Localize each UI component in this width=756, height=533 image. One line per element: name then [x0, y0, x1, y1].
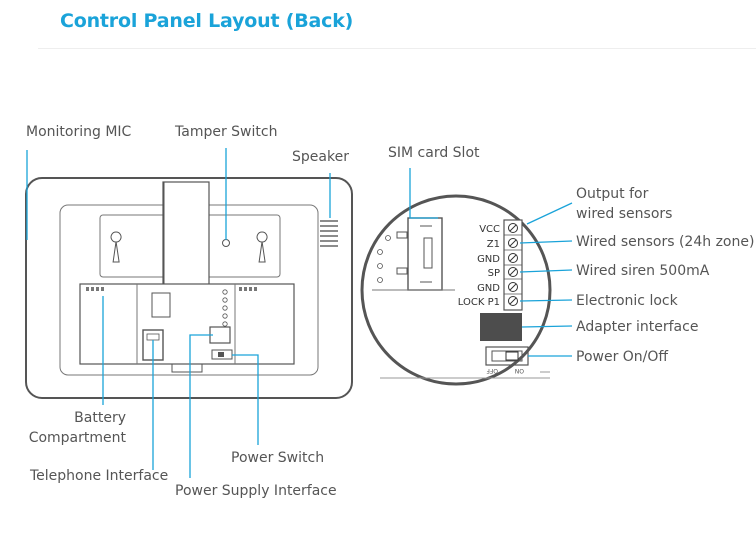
label-battery-line1: Battery: [74, 410, 126, 426]
speaker-grille: [320, 220, 338, 247]
keyhole-left: [110, 231, 122, 263]
keyhole-right: [256, 231, 268, 263]
leader-adapter-interface: [521, 325, 573, 328]
leader-output: [526, 202, 573, 225]
label-telephone-interface: Telephone Interface: [29, 468, 168, 484]
leader-power-switch: [232, 354, 259, 445]
board-sim-slot: [151, 292, 171, 318]
switch-label-on: ON: [515, 367, 524, 374]
terminal-label-z1: Z1: [487, 239, 500, 250]
terminal-label-vcc: VCC: [479, 224, 500, 235]
label-monitoring-mic: Monitoring MIC: [26, 124, 132, 140]
label-power-supply-interface: Power Supply Interface: [175, 483, 337, 499]
power-switch-knob: [505, 351, 519, 361]
leader-lines: [26, 148, 573, 478]
leader-electronic-lock: [519, 299, 573, 302]
battery-compartment: [79, 283, 295, 365]
callout-labels: Monitoring MIC Tamper Switch Speaker SIM…: [26, 124, 754, 499]
label-tamper-switch: Tamper Switch: [174, 124, 277, 140]
power-switch-slot: [491, 350, 523, 362]
device-back-view: [25, 177, 353, 399]
label-wired-siren: Wired siren 500mA: [576, 263, 710, 279]
sim-contact-dots: [377, 235, 391, 283]
label-output-line2: wired sensors: [576, 206, 672, 222]
device-foot: [171, 363, 203, 373]
label-power-onoff: Power On/Off: [576, 349, 668, 365]
leader-wired-siren: [519, 269, 573, 273]
label-power-switch: Power Switch: [231, 450, 324, 466]
leader-power-supply-interface: [189, 334, 213, 478]
leader-wired-sensors: [519, 240, 573, 244]
label-electronic-lock: Electronic lock: [576, 293, 679, 309]
terminal-label-gnd-1: GND: [477, 254, 500, 265]
terminal-label-sp: SP: [488, 268, 500, 279]
leader-sim-card-slot: [409, 168, 438, 219]
terminal-label-lock: LOCK P1: [458, 297, 500, 308]
label-wired-sensors: Wired sensors (24h zone): [576, 234, 754, 250]
terminal-label-gnd-2: GND: [477, 283, 500, 294]
battery-contacts-left: [86, 287, 104, 291]
switch-label-off: OFF: [486, 367, 498, 374]
battery-contacts-right: [239, 287, 257, 291]
housing-edge-zoom: [380, 371, 550, 379]
label-speaker: Speaker: [292, 149, 349, 165]
sim-holder-pins: [396, 225, 433, 283]
power-onoff-switch: OFF ON: [485, 346, 529, 374]
label-battery-line2: Compartment: [29, 430, 127, 446]
label-sim-card-slot: SIM card Slot: [388, 145, 480, 161]
board-terminal-column: [222, 289, 228, 327]
page-title: Control Panel Layout (Back): [60, 10, 354, 32]
label-adapter-interface: Adapter interface: [576, 319, 698, 335]
zoom-detail: VCC Z1 GND SP GND LOCK P1 OFF ON: [360, 194, 552, 386]
mount-strip: [162, 181, 210, 287]
adapter-interface-block: [480, 313, 522, 341]
terminal-separators: [504, 234, 522, 295]
terminal-screws: [508, 223, 518, 306]
terminal-block: VCC Z1 GND SP GND LOCK P1: [458, 219, 523, 311]
board-power-switch-knob: [218, 352, 224, 357]
title-divider: [38, 48, 756, 49]
label-output-line1: Output for: [576, 186, 649, 202]
